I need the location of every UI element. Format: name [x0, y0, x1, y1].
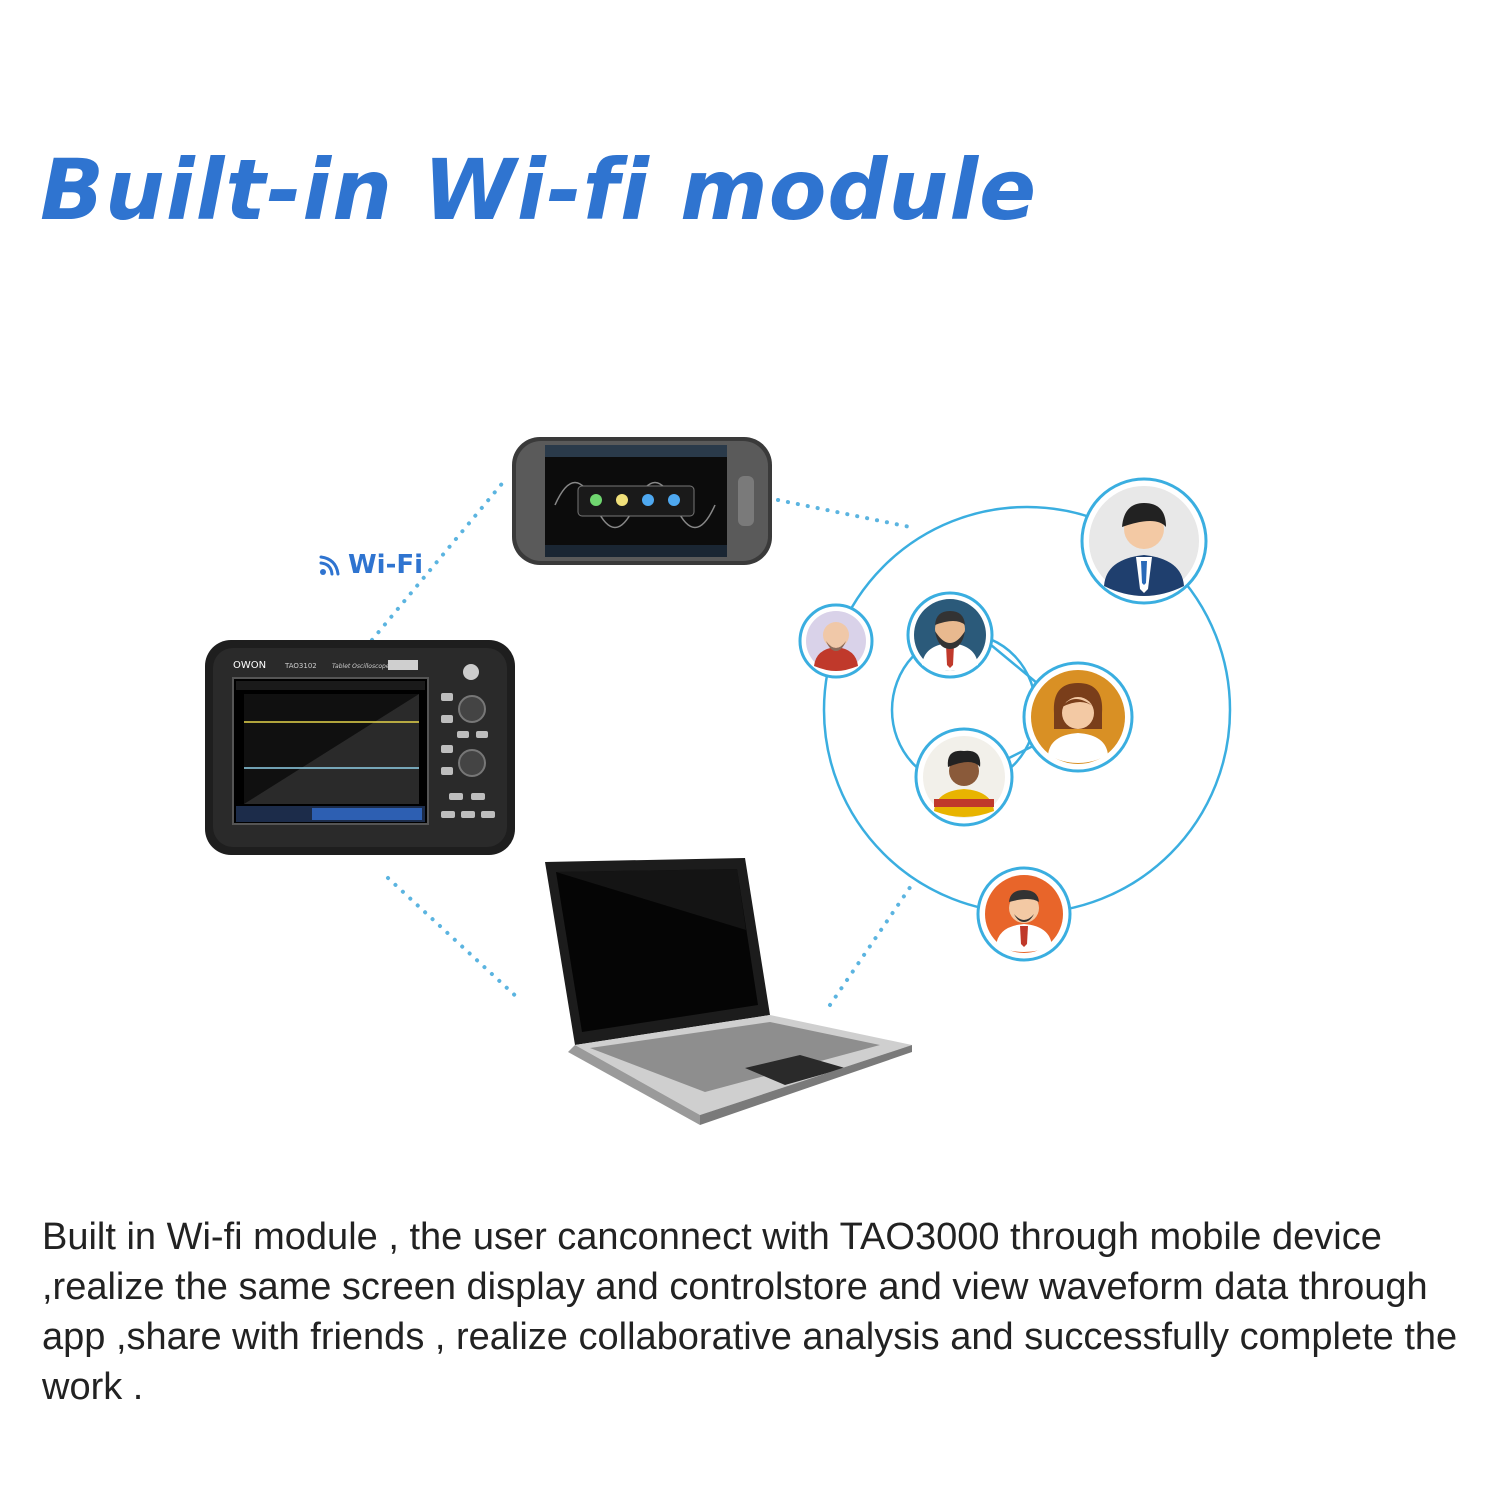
avatar-curly-man	[914, 727, 1014, 827]
smartphone-icon	[512, 437, 772, 565]
avatar-bald-man	[798, 603, 874, 679]
link-scope-phone	[370, 478, 507, 642]
link-laptop-network	[828, 878, 917, 1007]
oscilloscope-type: Tablet Oscilloscope	[332, 663, 390, 670]
avatar-orange-man	[976, 866, 1072, 962]
wifi-label: Wi-Fi	[348, 550, 424, 580]
laptop-icon	[545, 858, 912, 1125]
link-scope-laptop	[386, 876, 522, 1002]
wifi-icon	[319, 555, 340, 576]
caption: Built in Wi-fi module , the user canconn…	[42, 1216, 1458, 1408]
oscilloscope-icon: OWON TAO3102 Tablet Oscilloscope	[205, 640, 515, 855]
network-illustration: OWON TAO3102 Tablet Oscilloscope	[205, 437, 1232, 1125]
avatar-woman	[1022, 661, 1134, 773]
wifi-badge: Wi-Fi	[318, 548, 423, 582]
oscilloscope-model: TAO3102	[284, 662, 317, 670]
link-phone-network	[776, 498, 917, 530]
wireless-links	[370, 478, 917, 1007]
avatar-bearded-man	[906, 591, 994, 679]
oscilloscope-brand: OWON	[233, 660, 266, 671]
avatar-businessman	[1080, 477, 1208, 605]
headline: Built-in Wi-fi module	[40, 141, 1038, 239]
network-link-b	[1004, 743, 1036, 762]
